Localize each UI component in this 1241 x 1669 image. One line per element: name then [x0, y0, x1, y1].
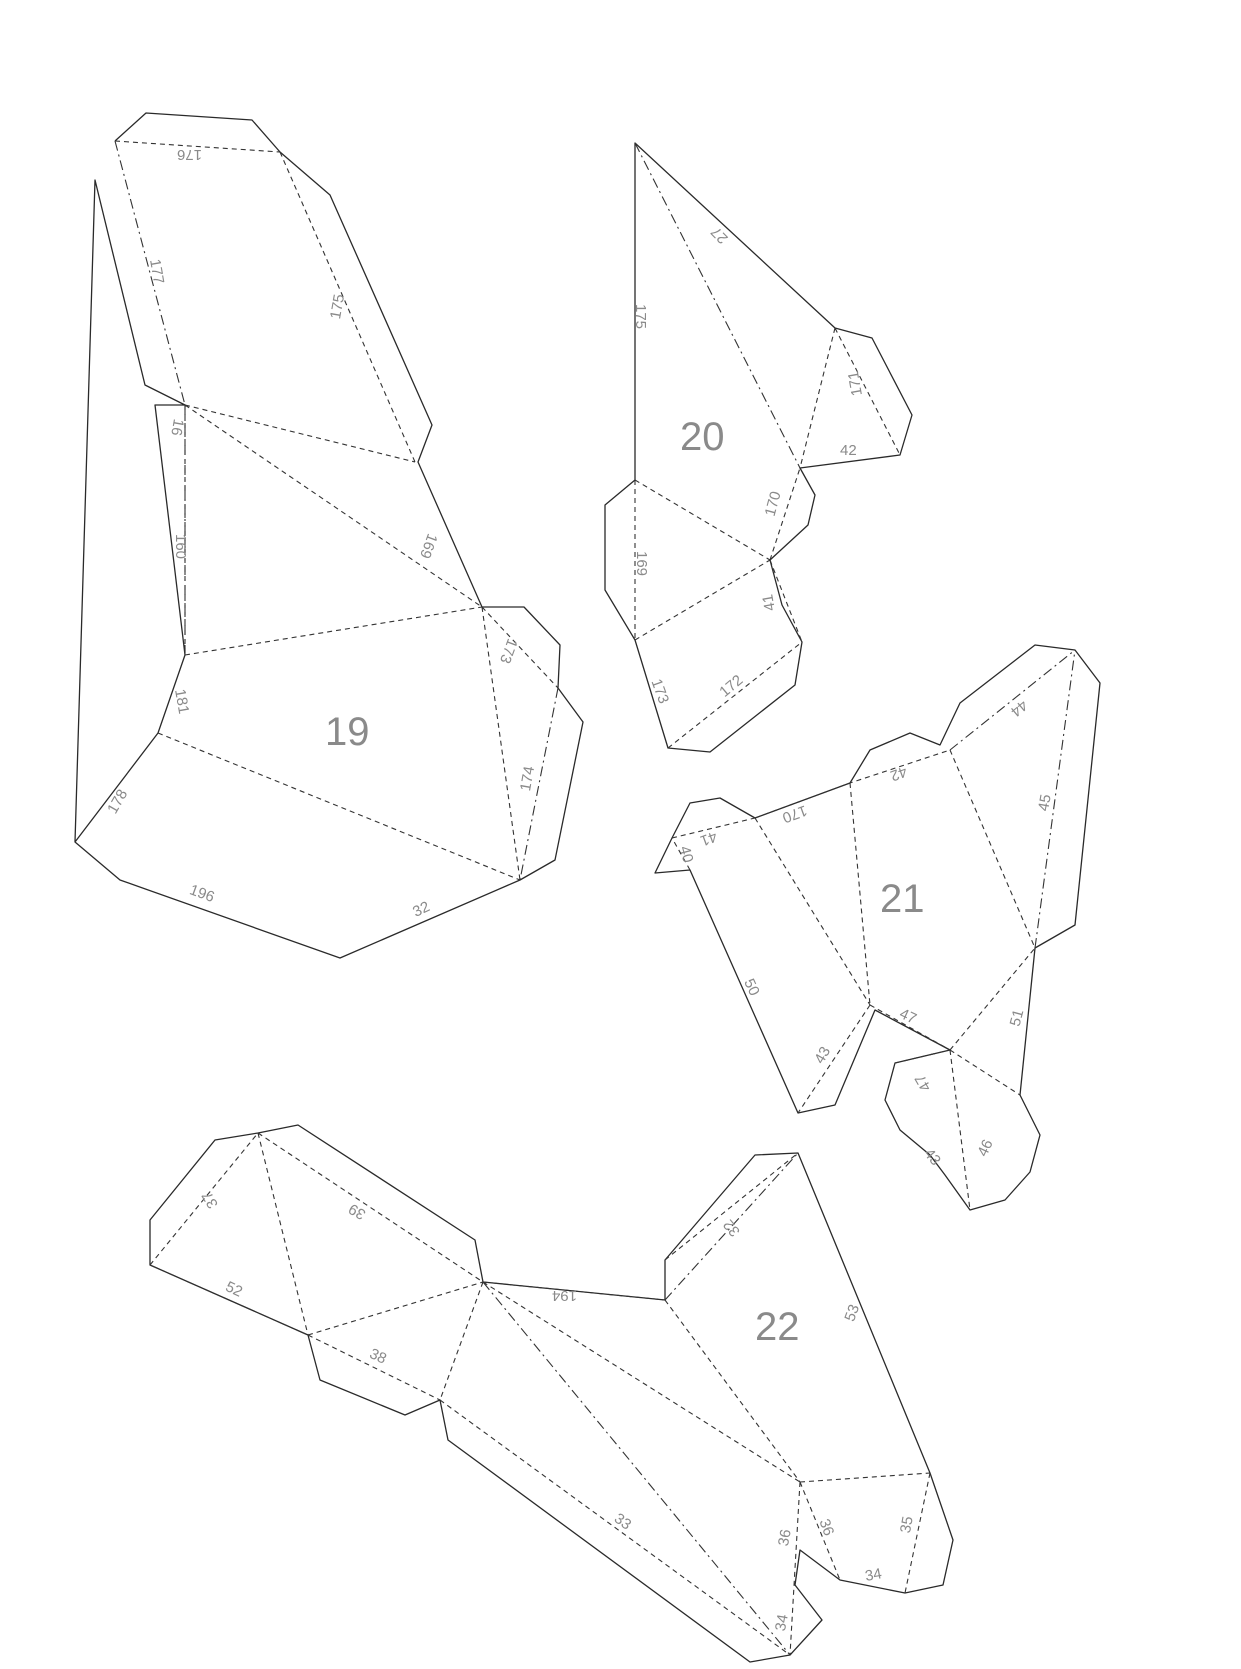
- edge-label: 51: [1007, 1008, 1028, 1029]
- piece-20-fold-mountain: [634, 142, 801, 469]
- edge-label: 33: [611, 1510, 634, 1533]
- edge-label: 34: [772, 1613, 792, 1632]
- edge-label: 42: [840, 442, 857, 459]
- edge-label: 53: [841, 1302, 863, 1323]
- edge-label: 37: [199, 1188, 222, 1211]
- piece-20-number: 20: [680, 415, 725, 459]
- piece-19-outline: [74, 112, 584, 959]
- edge-label: 43: [811, 1044, 834, 1067]
- edge-label: 181: [171, 688, 192, 716]
- piece-20-fold-valley: [634, 327, 901, 749]
- piece-20-outline: [604, 142, 913, 753]
- piece-21-number: 21: [880, 877, 925, 921]
- edge-label: 27: [708, 223, 732, 247]
- edge-label: 172: [716, 672, 746, 701]
- edge-label: 178: [104, 787, 131, 817]
- piece-21-fold-valley: [671, 749, 1036, 1211]
- piece-22-outline: [149, 1124, 954, 1663]
- piece-19-fold-valley: [114, 140, 559, 881]
- edge-label: 34: [864, 1565, 883, 1585]
- edge-label: 47: [897, 1005, 919, 1027]
- edge-label: 194: [552, 1287, 577, 1304]
- edge-label: 40: [676, 844, 697, 865]
- edge-label: 32: [720, 1216, 744, 1240]
- edge-label: 41: [698, 827, 719, 849]
- edge-label: 173: [647, 677, 672, 706]
- edge-label: 175: [327, 293, 348, 321]
- edge-label: 169: [633, 551, 650, 576]
- edge-label: 52: [223, 1278, 245, 1300]
- edge-label: 169: [416, 531, 441, 560]
- edge-label: 173: [496, 636, 521, 665]
- edge-label: 175: [632, 304, 649, 329]
- edge-label: 41: [759, 593, 779, 612]
- edge-label: 45: [1035, 793, 1055, 812]
- piece-22-fold-mountain: [149, 1152, 799, 1656]
- edge-label: 35: [897, 1515, 917, 1534]
- piece-21: 21 44 45 42 170 41 40 50 47 51 43 47 46 …: [654, 644, 1101, 1211]
- edge-label: 171: [845, 370, 866, 398]
- edge-label: 44: [1007, 696, 1031, 720]
- edge-label: 43: [920, 1145, 944, 1169]
- edge-label: 46: [974, 1137, 996, 1159]
- edge-label: 32: [410, 898, 432, 920]
- edge-label: 170: [780, 801, 809, 826]
- piece-19-number: 19: [325, 710, 370, 754]
- edge-label: 160: [172, 534, 189, 559]
- edge-label: 36: [815, 1517, 837, 1538]
- piece-20: 20 27 175 171 42 170 169 41 173 172: [604, 142, 913, 753]
- piece-19-fold-mountain: [114, 140, 559, 881]
- edge-label: 16: [167, 418, 187, 437]
- edge-label: 177: [146, 258, 167, 286]
- piece-21-fold-mountain: [949, 649, 1076, 949]
- edge-label: 176: [177, 146, 202, 163]
- piece-19: 19 176 177 175 16 160 169 173 181 174 17…: [74, 112, 584, 959]
- edge-label: 170: [762, 490, 785, 519]
- edge-label: 38: [367, 1345, 389, 1367]
- edge-label: 50: [740, 976, 762, 998]
- edge-label: 47: [912, 1071, 935, 1094]
- piece-22-fold-valley: [149, 1132, 931, 1656]
- piece-21-outline: [654, 644, 1101, 1211]
- piece-22: 22 37 39 52 194 32 53 38 33 36 36 35 34 …: [149, 1124, 954, 1663]
- edge-label: 36: [775, 1528, 795, 1547]
- piece-22-number: 22: [755, 1305, 800, 1349]
- edge-label: 42: [888, 762, 909, 784]
- edge-label: 174: [517, 765, 538, 793]
- edge-label: 39: [346, 1200, 369, 1223]
- edge-label: 196: [187, 881, 216, 906]
